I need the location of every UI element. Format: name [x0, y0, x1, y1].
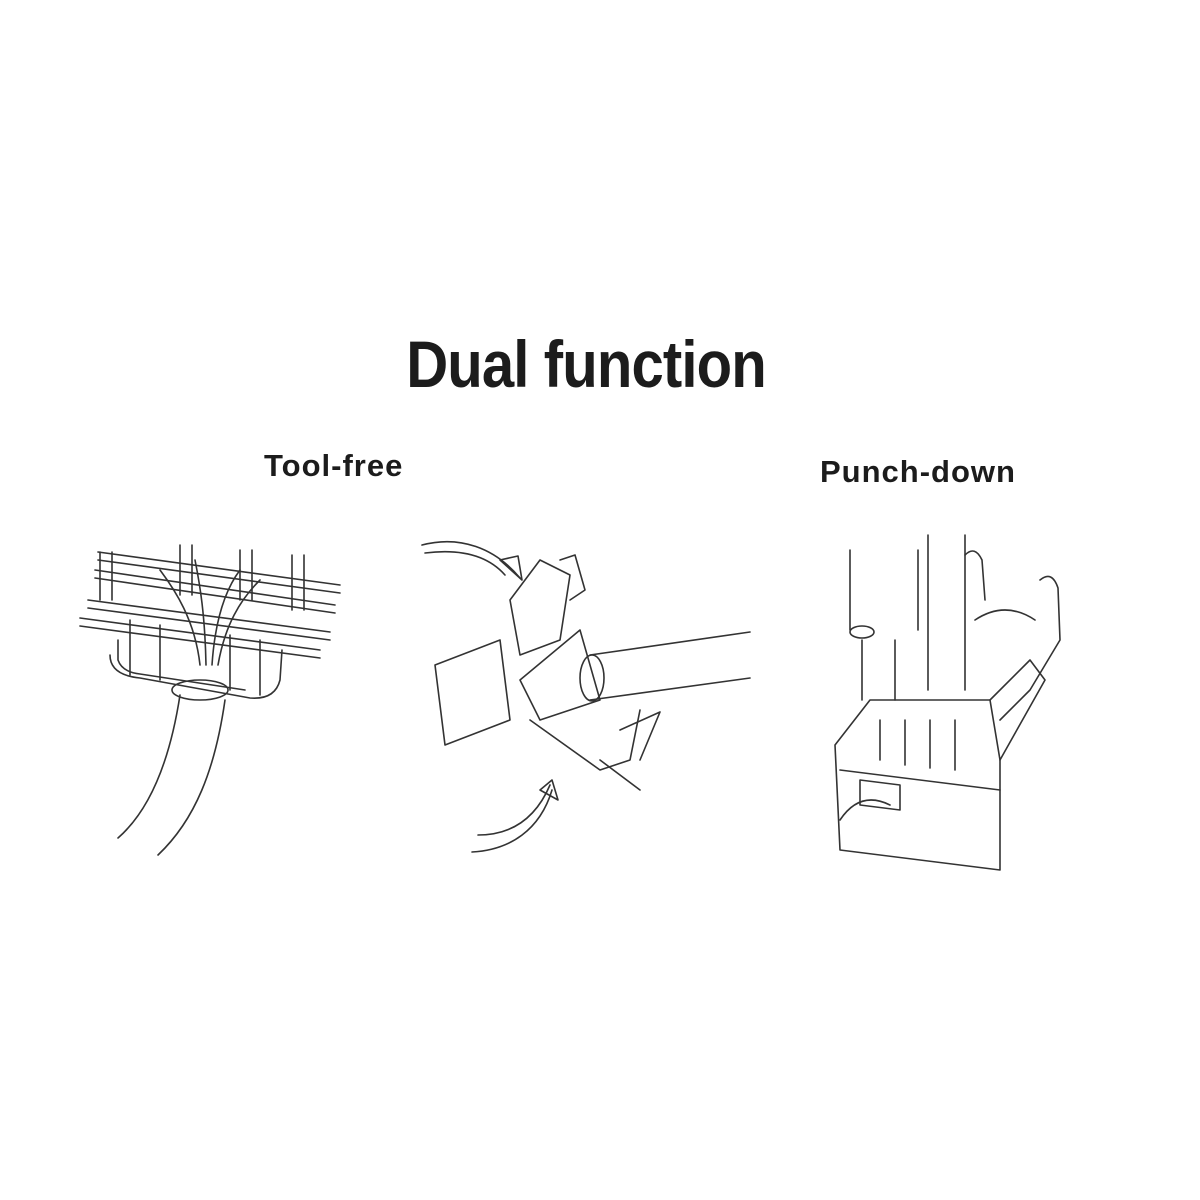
wire-lacing-block-illustration	[79, 544, 341, 856]
tool-free-label: Tool-free	[264, 448, 404, 483]
page-title: Dual function	[406, 327, 766, 401]
arrow-top-icon	[421, 540, 521, 579]
keystone-closing-illustration	[421, 540, 751, 853]
punch-down-label: Punch-down	[820, 454, 1016, 489]
punch-down-illustration	[834, 534, 1061, 871]
arrow-bottom-icon	[477, 784, 551, 836]
